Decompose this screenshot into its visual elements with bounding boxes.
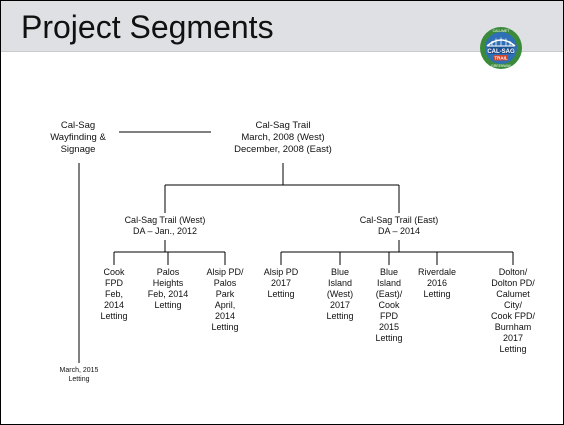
node-west: Cal-Sag Trail (West) DA – Jan., 2012 <box>124 215 206 236</box>
node-east-child-4: Riverdale 2016 Letting <box>417 267 457 299</box>
cal-sag-trail-logo-icon: CAL-SAG TRAIL CALUMET GREENWAY <box>480 27 522 69</box>
title-bar: Project Segments <box>1 1 563 52</box>
logo-main-text: CAL-SAG <box>487 49 515 55</box>
node-west-child-2: Palos Heights Feb, 2014 Letting <box>147 267 189 310</box>
node-east-child-3: Blue Island (East)/ Cook FPD 2015 Lettin… <box>375 267 403 343</box>
node-east-child-5: Dolton/ Dolton PD/ Calumet City/ Cook FP… <box>490 267 535 354</box>
logo-bottom-text: GREENWAY <box>491 64 512 68</box>
page-title: Project Segments <box>21 9 274 45</box>
logo-top-text: CALUMET <box>493 29 511 33</box>
node-east-child-2: Blue Island (West) 2017 Letting <box>326 267 354 321</box>
node-east-child-1: Alsip PD 2017 Letting <box>263 267 299 299</box>
node-west-child-3: Alsip PD/ Palos Park April, 2014 Letting <box>206 267 244 332</box>
node-east: Cal-Sag Trail (East) DA – 2014 <box>359 215 439 236</box>
node-wayfinding: Cal-Sag Wayfinding & Signage <box>50 120 106 155</box>
node-wayfinding-date: March, 2015 Letting <box>59 367 99 383</box>
logo-sub-text: TRAIL <box>494 55 507 60</box>
node-west-child-1: Cook FPD Feb, 2014 Letting <box>100 267 128 321</box>
node-root: Cal-Sag Trail March, 2008 (West) Decembe… <box>234 120 332 155</box>
